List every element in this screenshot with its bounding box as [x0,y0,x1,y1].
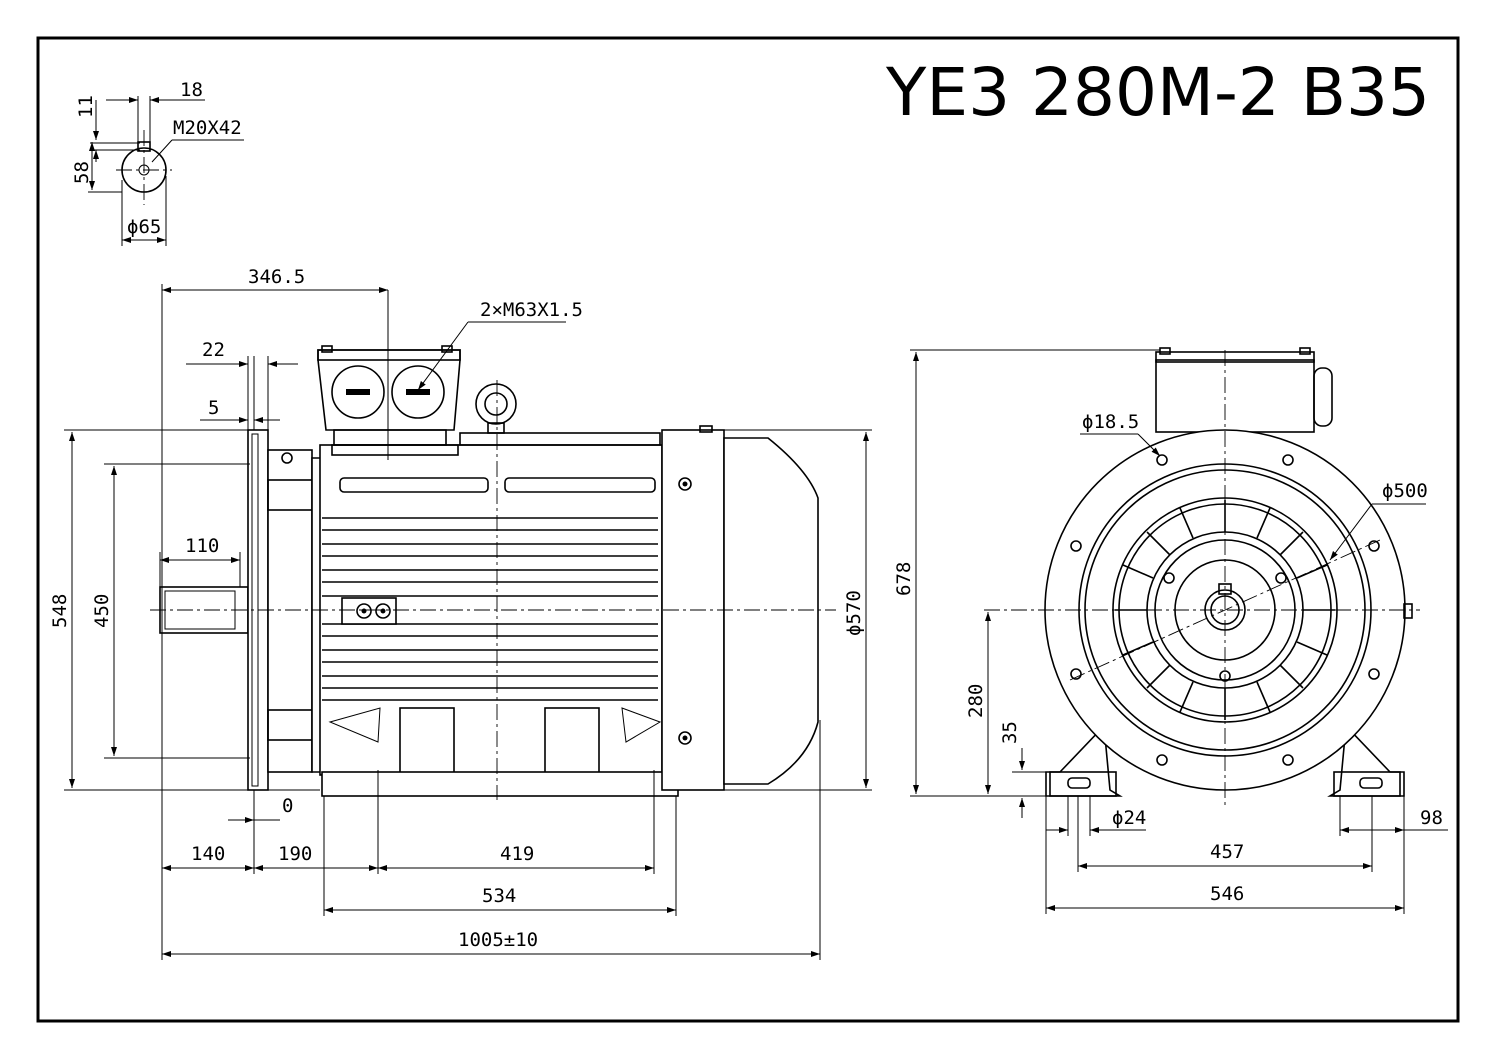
dim-5: 5 [208,397,219,419]
key-depth-label: 11 [75,95,97,118]
cable-gland-label: 2×M63X1.5 [480,299,583,321]
thread-label: M20X42 [173,117,242,139]
dim-110: 110 [185,535,219,557]
dim-548: 548 [49,594,71,628]
hole-diameter-label: ϕ18.5 [1082,411,1139,433]
foot-hole-label: ϕ24 [1112,807,1146,829]
terminal-box-side [317,345,461,446]
dim-190: 190 [278,843,312,865]
drawing-title: YE3 280M-2 B35 [885,54,1430,131]
dim-140: 140 [191,843,225,865]
dim-419: 419 [500,843,534,865]
foot-hole-spacing-label: 457 [1210,841,1244,863]
lifting-eye [475,383,517,434]
key-width-label: 18 [180,79,203,101]
center-height-label: 280 [965,684,987,718]
shaft-diameter-label: ϕ65 [127,216,161,238]
dim-0: 0 [282,795,293,817]
dim-450: 450 [91,594,113,628]
total-height-label: 678 [893,562,915,596]
dim-346-5: 346.5 [248,266,305,288]
motor-side-view [150,290,836,800]
shaft-end-detail: 18 11 M20X42 58 ϕ65 [71,79,244,246]
dim-1005: 1005±10 [458,929,538,951]
foot-thickness-label: 35 [999,721,1021,744]
motor-end-view [984,347,1420,806]
nameplate [341,597,397,625]
foot-overall-label: 546 [1210,883,1244,905]
side-view-dimensions: 346.5 2×M63X1.5 22 5 110 548 450 [49,266,872,960]
flange-pcd-label: ϕ500 [1382,480,1428,502]
dim-570: ϕ570 [843,590,865,636]
flange-bolt-holes [1070,454,1380,766]
end-view-dimensions: ϕ18.5 ϕ500 678 280 35 ϕ24 98 457 [893,349,1448,914]
dim-22: 22 [202,339,225,361]
drawing-frame [36,36,1460,1023]
dim-534: 534 [482,885,516,907]
foot-width-label: 98 [1420,807,1443,829]
shaft-height-label: 58 [71,161,93,184]
